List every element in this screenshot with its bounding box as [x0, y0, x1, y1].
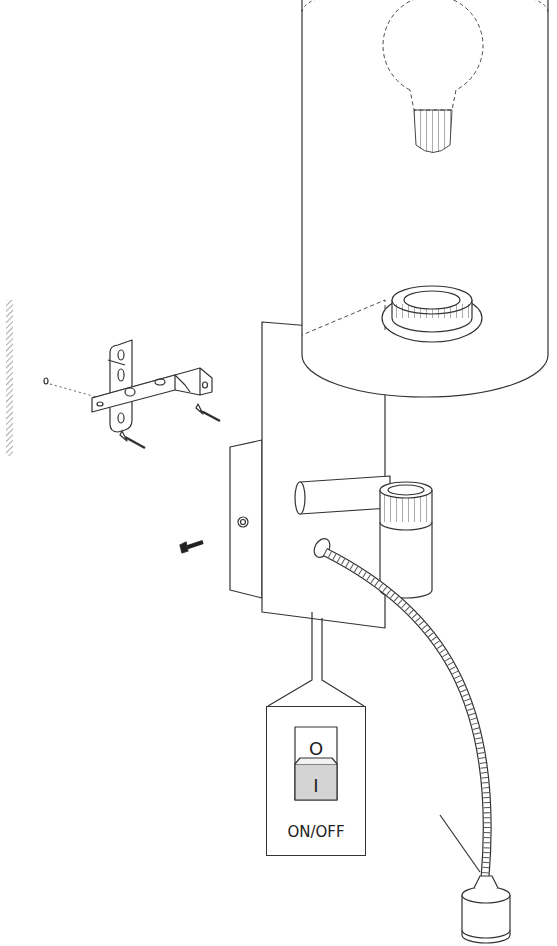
mounting-bracket	[92, 340, 212, 432]
reading-light-head	[440, 815, 510, 943]
switch-label: ON/OFF	[267, 825, 365, 840]
switch-callout-box: O I ON/OFF	[266, 706, 366, 856]
switch-position-mark: I	[267, 777, 365, 795]
lamp-arm	[295, 476, 390, 514]
lamp-shade	[302, 0, 548, 397]
shade-ring	[382, 286, 482, 342]
fixing-screw	[180, 542, 203, 553]
lamp-socket	[380, 482, 432, 598]
back-box	[230, 440, 262, 598]
bulb-base	[414, 110, 452, 153]
bracket-screws	[108, 360, 220, 448]
wall-hatching	[6, 300, 13, 456]
switch-position-mark: O	[267, 740, 365, 758]
light-bulb	[383, 0, 483, 110]
wall-hole	[44, 378, 48, 384]
callout-leader	[268, 612, 364, 706]
